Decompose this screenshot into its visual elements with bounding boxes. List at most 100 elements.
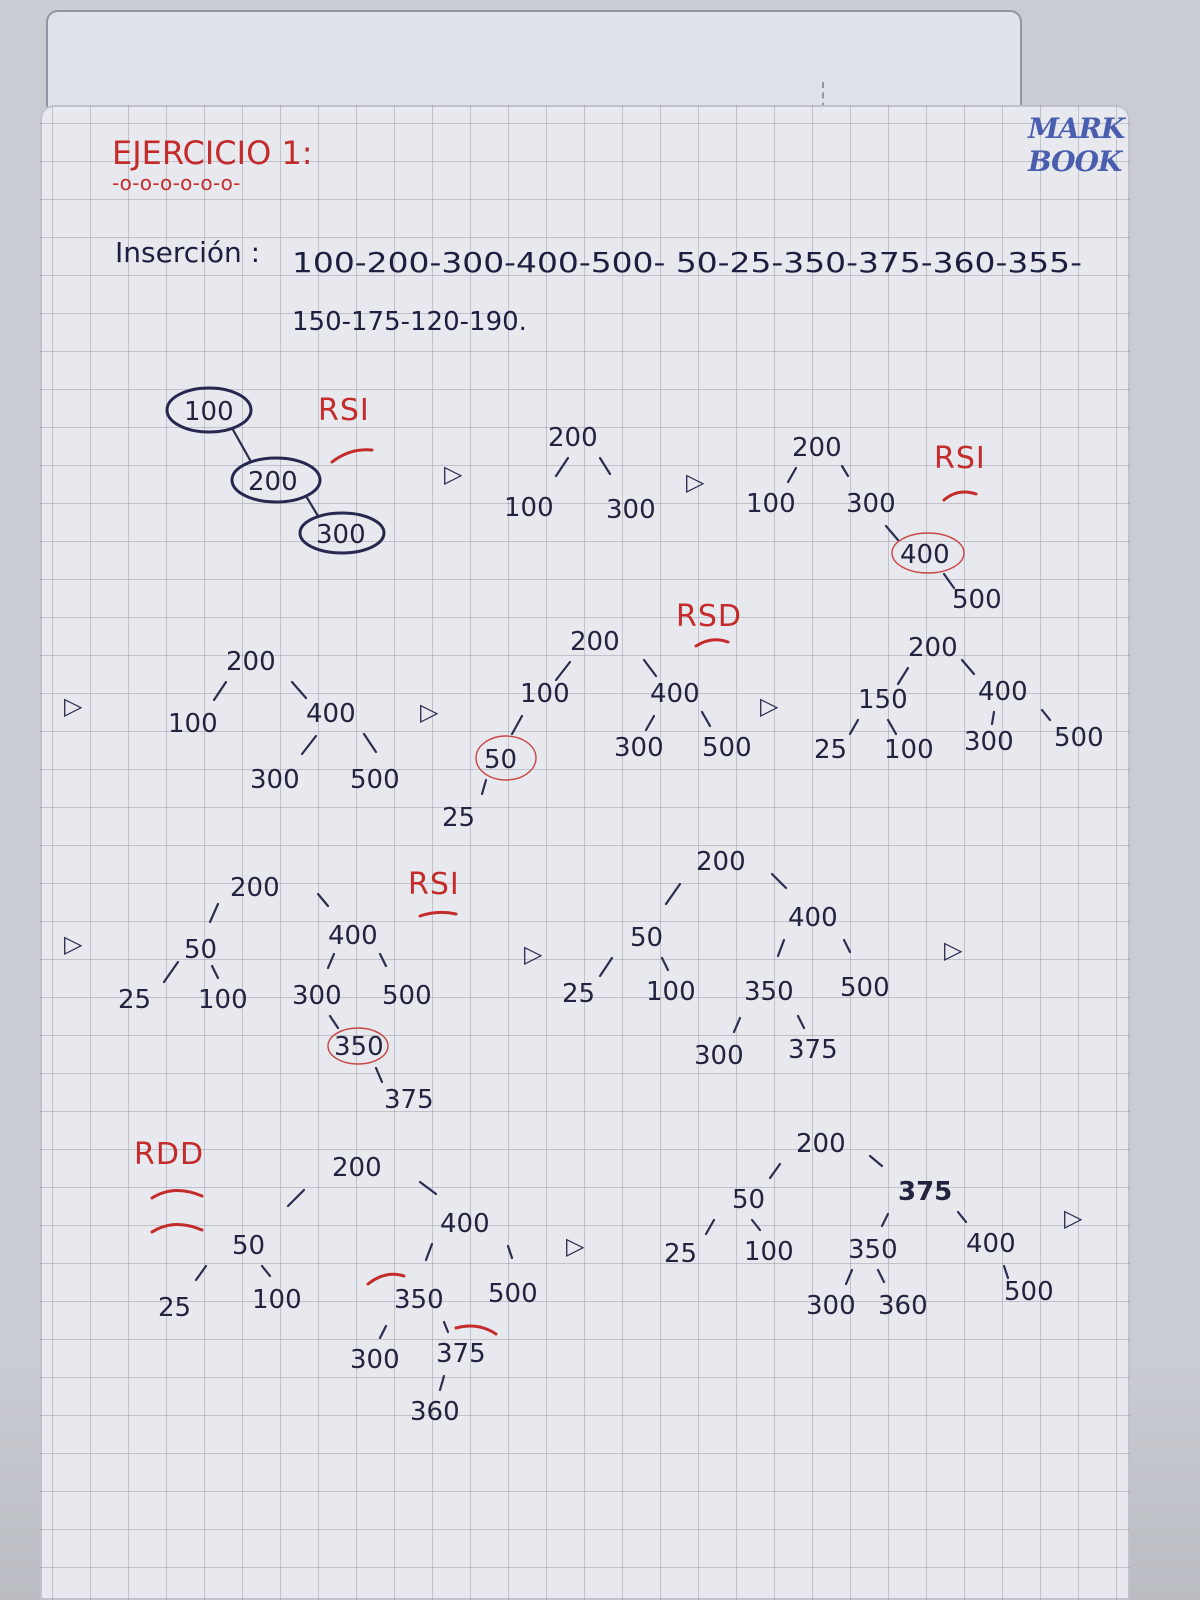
tree-node: 100 bbox=[520, 679, 570, 709]
tree-node: 400 bbox=[900, 540, 950, 570]
tree-node: 300 bbox=[806, 1291, 856, 1321]
step-arrow: ▷ bbox=[524, 940, 543, 968]
step-arrow: ▷ bbox=[760, 692, 779, 720]
rotation-arrow bbox=[418, 910, 458, 918]
tree-node: 100 bbox=[884, 735, 934, 765]
node-ring bbox=[298, 511, 386, 555]
tree-node: 500 bbox=[488, 1279, 538, 1309]
tree-step-10: 200 50 375 25 100 350 400 300 360 500 bbox=[664, 1129, 1054, 1321]
tree-node: 400 bbox=[650, 679, 700, 709]
tree-node: 300 bbox=[614, 733, 664, 763]
insertion-line-2: 150-175-120-190. bbox=[292, 307, 527, 337]
tree-node: 200 bbox=[792, 433, 842, 463]
tree-node: 25 bbox=[158, 1293, 191, 1323]
tree-node: 25 bbox=[562, 979, 595, 1009]
logo-text: MARK BOOK bbox=[1028, 112, 1125, 178]
tree-step-5: 200 100 400 50 300 500 25 RSD bbox=[442, 599, 752, 833]
tree-node: 200 bbox=[570, 627, 620, 657]
tree-node: 200 bbox=[230, 873, 280, 903]
node-ring bbox=[327, 1027, 389, 1065]
tree-node: 500 bbox=[840, 973, 890, 1003]
tree-node: 375 bbox=[898, 1177, 952, 1207]
tree-node: 100 bbox=[252, 1285, 302, 1315]
step-arrow: ▷ bbox=[64, 930, 83, 958]
tree-node: 200 bbox=[796, 1129, 846, 1159]
tree-node: 400 bbox=[978, 677, 1028, 707]
tree-node: 200 bbox=[908, 633, 958, 663]
tree-node: 200 bbox=[696, 847, 746, 877]
node-ring bbox=[475, 735, 537, 781]
rotation-label: RSI bbox=[934, 441, 986, 476]
step-arrow: ▷ bbox=[686, 468, 705, 496]
tree-step-8: 200 50 400 25 100 350 500 300 375 bbox=[562, 847, 890, 1071]
tree-node: 200 bbox=[248, 467, 298, 497]
tree-step-9: RDD 200 50 400 25 100 350 500 300 375 36… bbox=[134, 1137, 538, 1427]
rotation-label: RSI bbox=[318, 393, 370, 428]
tree-node: 200 bbox=[226, 647, 276, 677]
tree-node: 150 bbox=[858, 685, 908, 715]
rotation-arrow bbox=[330, 448, 374, 464]
tree-node: 300 bbox=[846, 489, 896, 519]
tree-node: 375 bbox=[788, 1035, 838, 1065]
tree-node: 100 bbox=[168, 709, 218, 739]
grid-page bbox=[40, 105, 1130, 1600]
tree-node: 375 bbox=[436, 1339, 486, 1369]
tree-node: 300 bbox=[350, 1345, 400, 1375]
tree-step-1: 100 200 300 RSI bbox=[165, 386, 386, 555]
step-arrow: ▷ bbox=[64, 692, 83, 720]
rotation-arrow bbox=[366, 1272, 406, 1286]
tree-node: 500 bbox=[382, 981, 432, 1011]
rotation-label: RSD bbox=[676, 599, 742, 634]
tree-node: 100 bbox=[504, 493, 554, 523]
rotation-arrow bbox=[150, 1189, 204, 1200]
tree-node: 500 bbox=[702, 733, 752, 763]
tree-node: 360 bbox=[410, 1397, 460, 1427]
rotation-label: RSI bbox=[408, 867, 460, 902]
step-arrow: ▷ bbox=[1064, 1204, 1083, 1232]
tree-node: 400 bbox=[788, 903, 838, 933]
tree-node: 25 bbox=[118, 985, 151, 1015]
tree-node: 400 bbox=[306, 699, 356, 729]
tree-node: 500 bbox=[350, 765, 400, 795]
node-ring bbox=[891, 532, 965, 574]
tree-node: 350 bbox=[744, 977, 794, 1007]
tree-node: 500 bbox=[1004, 1277, 1054, 1307]
node-ring bbox=[165, 386, 253, 434]
rotation-arrow bbox=[150, 1223, 204, 1234]
node-ring bbox=[230, 456, 322, 504]
tree-node: 500 bbox=[1054, 723, 1104, 753]
insertion-label: Inserción : bbox=[115, 236, 260, 269]
rotation-arrow bbox=[454, 1324, 498, 1336]
tree-node: 300 bbox=[606, 495, 656, 525]
tree-node: 350 bbox=[334, 1032, 384, 1062]
tree-node: 300 bbox=[694, 1041, 744, 1071]
tree-step-4: 200 100 400 300 500 bbox=[168, 647, 400, 795]
rotation-label: RDD bbox=[134, 1137, 204, 1172]
insertion-line-1: 100-200-300-400-500- 50-25-350-375-360-3… bbox=[292, 246, 1082, 279]
tree-step-3: 200 100 300 400 500 RSI bbox=[746, 433, 1002, 615]
tree-node: 400 bbox=[966, 1229, 1016, 1259]
tree-node: 300 bbox=[250, 765, 300, 795]
rotation-arrow bbox=[694, 638, 730, 648]
tree-step-7: 200 50 400 25 100 300 500 350 375 RSI bbox=[118, 867, 460, 1115]
page-title: EJERCICIO 1: bbox=[112, 134, 313, 172]
tree-node: 100 bbox=[646, 977, 696, 1007]
tree-node: 400 bbox=[328, 921, 378, 951]
tree-node: 300 bbox=[964, 727, 1014, 757]
step-arrow: ▷ bbox=[944, 936, 963, 964]
tree-node: 100 bbox=[184, 397, 234, 427]
title-underline: -o-o-o-o-o-o- bbox=[112, 171, 240, 195]
tree-step-2: 200 100 300 bbox=[504, 423, 656, 525]
tree-node: 25 bbox=[664, 1239, 697, 1269]
tree-node: 300 bbox=[316, 520, 366, 550]
tree-node: 50 bbox=[184, 935, 217, 965]
tree-node: 25 bbox=[442, 803, 475, 833]
tree-node: 200 bbox=[548, 423, 598, 453]
tree-node: 50 bbox=[484, 745, 517, 775]
brand-logo: MARK BOOK bbox=[1028, 112, 1200, 178]
tree-node: 360 bbox=[878, 1291, 928, 1321]
tree-node: 375 bbox=[384, 1085, 434, 1115]
step-arrow: ▷ bbox=[566, 1232, 585, 1260]
